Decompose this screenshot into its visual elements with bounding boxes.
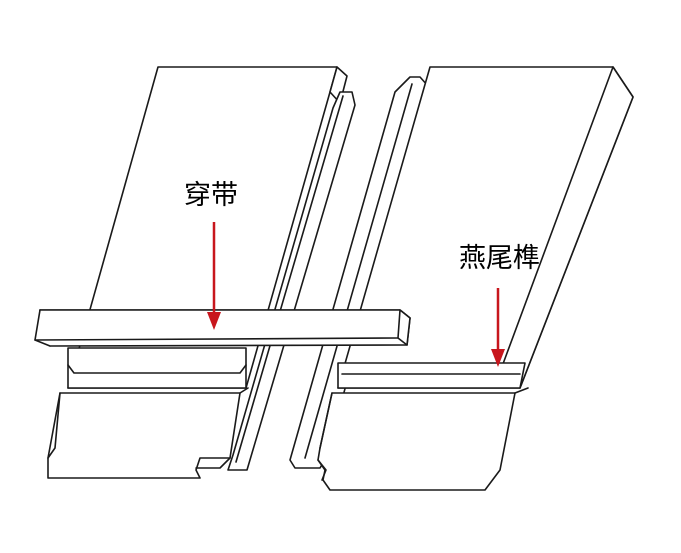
right-block-notch <box>317 459 327 481</box>
batten-body <box>34 309 411 347</box>
left-board-tenon-strip <box>227 91 356 471</box>
right-block-front <box>319 392 333 449</box>
arrow-chuandai <box>207 222 221 330</box>
left-board <box>47 66 356 479</box>
right-block-side <box>514 387 529 394</box>
right-board-end-face <box>337 362 526 389</box>
label-chuandai: 穿带 <box>184 180 238 211</box>
left-block-edge <box>47 392 61 459</box>
right-dovetail-edge <box>304 83 413 459</box>
arrow-yanweisun <box>491 288 505 367</box>
right-board-dovetail-strip <box>289 76 429 469</box>
batten <box>34 309 411 347</box>
left-tenon-edge <box>235 95 344 463</box>
right-board <box>289 66 634 491</box>
left-block-notch <box>195 457 231 469</box>
label-yanweisun: 燕尾榫 <box>459 243 540 274</box>
left-end-groove <box>67 364 247 374</box>
batten-edge <box>34 337 399 341</box>
right-board-bottom-block <box>317 392 516 491</box>
batten-right-end <box>397 309 411 346</box>
left-board-bottom-block <box>47 392 241 479</box>
left-block-side <box>239 387 249 394</box>
left-board-end-face <box>67 347 247 389</box>
